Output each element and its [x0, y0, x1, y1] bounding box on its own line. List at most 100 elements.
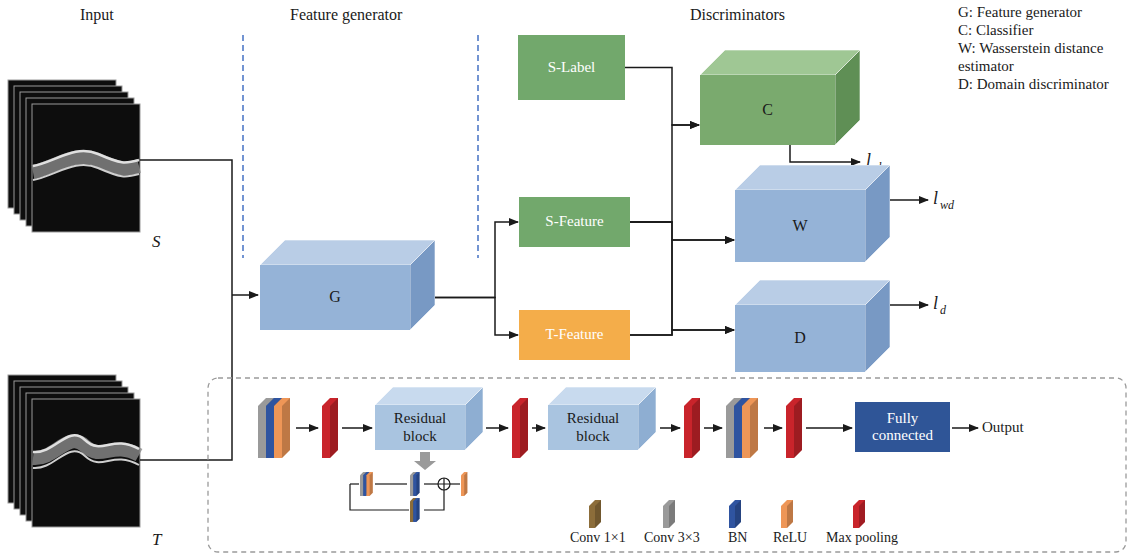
legend-swatch: [589, 500, 607, 528]
block-shape: [735, 165, 890, 262]
block-top: [735, 280, 890, 305]
block-face: Residual block: [375, 405, 465, 450]
oct-scan-stack: [32, 104, 140, 232]
block-side: [465, 387, 483, 450]
block-text: W: [792, 217, 807, 235]
section-divider: [243, 35, 478, 258]
block-text: T-Feature: [546, 326, 604, 343]
block-side: [835, 50, 860, 145]
block-face: D: [735, 305, 865, 372]
key-note: W: Wasserstein distance estimator: [958, 39, 1108, 75]
legend-swatch: [589, 500, 601, 528]
oct-scan-stack: [33, 435, 139, 452]
residual-detail: [410, 498, 420, 522]
legend-text: BN: [728, 530, 747, 546]
residual-block: Residual block: [375, 387, 483, 450]
block-text: Residual block: [553, 410, 633, 445]
residual-detail: [360, 472, 373, 496]
residual-detail: [461, 472, 467, 496]
residual-detail: [438, 478, 450, 490]
legend-text: ReLU: [773, 530, 807, 546]
residual-detail: [350, 483, 359, 484]
chain-arrow: [704, 427, 722, 429]
block-face: G: [260, 265, 410, 330]
source-label-box: S-Label: [518, 35, 625, 100]
generator-block: G: [260, 240, 435, 330]
legend-text: Conv 1×1: [570, 530, 626, 546]
block-text: S-Feature: [545, 213, 603, 230]
swatch-shade: [859, 500, 865, 528]
oct-scan-stack: [33, 451, 139, 468]
residual-detail: [375, 483, 407, 484]
residual-detail: [350, 452, 467, 522]
flow-connector: [630, 240, 734, 335]
chain-arrow: [764, 427, 782, 429]
block-side: [638, 387, 656, 450]
flow-connector: [630, 125, 699, 222]
residual-detail: [410, 472, 420, 496]
flow-connector: [630, 222, 734, 330]
dense-layer-box: Fully connected: [855, 402, 950, 452]
legend-text: Max pooling: [826, 530, 898, 546]
residual-detail: [413, 498, 419, 522]
layer-chain: [258, 398, 802, 458]
residual-detail: [424, 483, 438, 484]
detail-frame: [208, 378, 1126, 552]
block-face: W: [735, 190, 865, 262]
layer-chain: [512, 398, 528, 458]
loss-leader: [890, 199, 928, 201]
loss-symbol: l: [933, 293, 938, 314]
section-divider: [242, 35, 244, 258]
block-text: G: [329, 288, 341, 306]
legend-item: BN: [728, 500, 747, 546]
layer-chain: [274, 398, 290, 458]
block-top: [260, 240, 435, 265]
swatch-shade: [669, 500, 675, 528]
section-heading: Feature generator: [290, 6, 402, 24]
block-front: [735, 190, 865, 262]
flow-connector: [630, 222, 734, 240]
block-text: D: [794, 329, 806, 347]
source-feature-box: S-Feature: [519, 197, 630, 247]
legend-swatch: [729, 500, 741, 528]
block-face: T-Feature: [519, 310, 630, 360]
residual-detail: [438, 478, 450, 490]
block-front: [260, 265, 410, 330]
domain-letter: S: [152, 232, 161, 252]
flow-connector: [435, 298, 518, 336]
block-face: S-Feature: [519, 197, 630, 247]
block-face: S-Label: [518, 35, 625, 100]
swatch-shade: [787, 500, 793, 528]
residual-detail: [350, 484, 409, 510]
block-text: Residual block: [380, 410, 460, 445]
loss-leader: [890, 304, 928, 306]
chain-arrow: [952, 427, 978, 429]
section-heading: Input: [80, 6, 114, 24]
input-wire: [232, 294, 258, 296]
loss-subscript: wd: [940, 199, 954, 213]
block-face: Residual block: [548, 405, 638, 450]
block-top: [548, 387, 656, 405]
block-side: [865, 280, 890, 372]
oct-scan-stack: [8, 375, 140, 527]
residual-detail: [461, 472, 467, 496]
block-top: [375, 387, 483, 405]
legend-swatch: [729, 500, 747, 528]
input-wire: [140, 160, 232, 295]
block-front: [375, 405, 465, 450]
residual-block: Residual block: [548, 387, 656, 450]
key-note: G: Feature generator: [958, 3, 1109, 21]
classifier-block: C: [700, 50, 860, 145]
block-text: C: [762, 101, 773, 119]
residual-detail: [450, 483, 460, 484]
section-heading: Discriminators: [690, 6, 785, 24]
key-note: D: Domain discriminator: [958, 75, 1109, 93]
legend-swatch: [781, 500, 793, 528]
oct-scan-stack: [32, 399, 140, 527]
legend-item: Conv 3×3: [644, 500, 700, 546]
block-text: S-Label: [548, 59, 595, 76]
block-top: [735, 165, 890, 190]
key-notes: G: Feature generatorC: ClassifierW: Wass…: [958, 3, 1109, 93]
